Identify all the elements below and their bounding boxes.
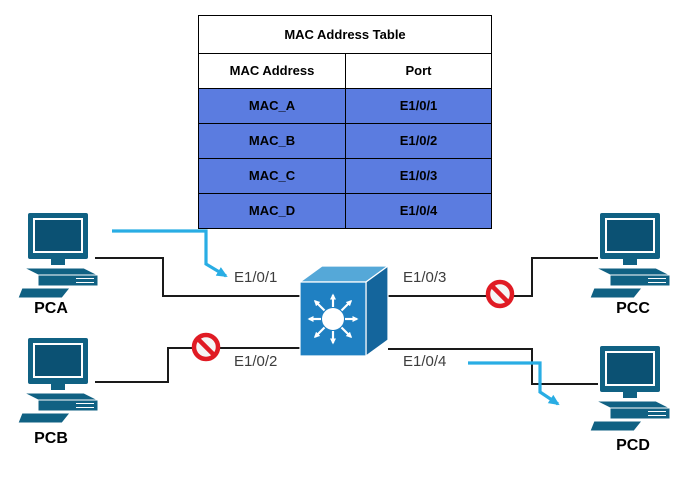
mac-table-title: MAC Address Table (199, 16, 491, 54)
pc-icon-pcd (589, 346, 676, 432)
mac-cell: MAC_B (199, 124, 346, 158)
outgoing-frame-arrow (468, 361, 560, 406)
mac-address-table: MAC Address Table MAC Address Port MAC_A… (198, 15, 492, 229)
incoming-frame-arrow (112, 229, 228, 278)
port-label-e103: E1/0/3 (403, 269, 447, 286)
blocked-icon-e103 (485, 279, 515, 309)
mac-table-header-mac: MAC Address (199, 54, 346, 88)
pc-label-pcc: PCC (616, 300, 650, 317)
switch-icon (296, 264, 392, 360)
port-label-e101: E1/0/1 (234, 269, 278, 286)
port-label-e102: E1/0/2 (234, 353, 278, 370)
mac-table-header-port: Port (405, 63, 432, 78)
pc-label-pcd: PCD (616, 437, 650, 454)
mac-cell: MAC_C (199, 159, 346, 193)
link-switch-pcc (388, 257, 598, 297)
port-cell: E1/0/1 (346, 89, 491, 123)
port-cell: E1/0/2 (346, 124, 491, 158)
mac-cell: MAC_D (199, 194, 346, 228)
pc-label-pca: PCA (34, 300, 68, 317)
mac-table-row: MAC_B E1/0/2 (199, 124, 491, 159)
port-cell: E1/0/3 (346, 159, 491, 193)
blocked-icon-e102 (191, 332, 221, 362)
pc-label-pcb: PCB (34, 430, 68, 447)
mac-table-header-row: MAC Address Port (199, 54, 491, 89)
pc-icon-pcb (17, 338, 104, 424)
mac-cell: MAC_A (199, 89, 346, 123)
link-pcb-switch (95, 347, 302, 383)
link-switch-pcd (388, 348, 598, 385)
mac-table-row: MAC_C E1/0/3 (199, 159, 491, 194)
pc-icon-pca (17, 213, 104, 299)
link-pca-switch (95, 257, 302, 297)
port-cell: E1/0/4 (346, 194, 491, 228)
mac-table-row: MAC_A E1/0/1 (199, 89, 491, 124)
mac-table-row: MAC_D E1/0/4 (199, 194, 491, 228)
port-label-e104: E1/0/4 (403, 353, 447, 370)
pc-icon-pcc (589, 213, 676, 299)
